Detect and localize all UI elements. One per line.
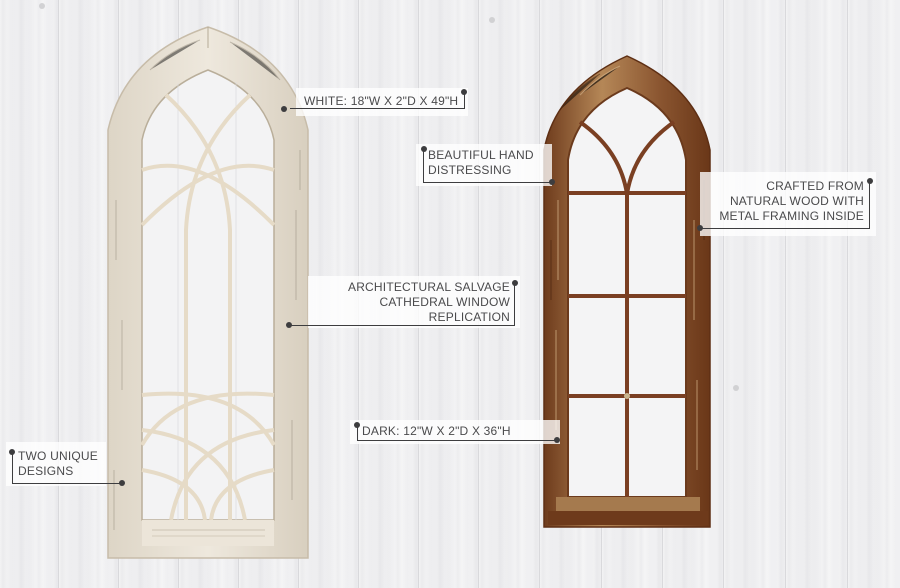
white-window [107,26,309,559]
wood-knot [39,3,45,9]
callout-text: METAL FRAMING INSIDE [719,209,864,223]
callout-text: BEAUTIFUL HAND [428,148,534,162]
callout-text: TWO UNIQUE [18,449,98,463]
wood-plank [724,0,786,588]
leader-dot [286,322,292,328]
leader-line [290,92,465,109]
callout-hand-distressing: BEAUTIFUL HAND DISTRESSING [416,144,552,186]
leader-dot [119,480,125,486]
leader-line [701,183,870,229]
callout-architectural-salvage: ARCHITECTURAL SALVAGE CATHEDRAL WINDOW R… [308,276,520,328]
leader-dot [9,449,15,455]
leader-line [12,453,123,484]
leader-line [357,425,558,441]
leader-dot [549,179,555,185]
leader-dot [421,146,427,152]
leader-dot [461,89,467,95]
callout-text: DISTRESSING [428,163,512,177]
callout-text: DARK: 12"W X 2"D X 36"H [362,424,511,438]
callout-two-designs: TWO UNIQUE DESIGNS [6,442,106,486]
callout-text: NATURAL WOOD WITH [729,194,864,208]
callout-text: CATHEDRAL WINDOW [379,295,510,309]
leader-line [423,150,554,183]
wood-plank [848,0,900,588]
leader-dot [697,225,703,231]
leader-dot [281,106,287,112]
callout-text: WHITE: 18"W X 2"D X 49"H [304,94,459,108]
callout-text: ARCHITECTURAL SALVAGE [347,280,510,294]
leader-dot [554,437,560,443]
leader-line [290,283,515,326]
dark-window [543,55,711,528]
callout-white-dimensions: WHITE: 18"W X 2"D X 49"H [296,88,468,116]
callout-text: REPLICATION [428,310,510,324]
wood-plank [786,0,848,588]
wood-plank [0,0,59,588]
leader-dot [867,178,873,184]
callout-text: CRAFTED FROM [766,179,864,193]
callout-text: DESIGNS [18,464,74,478]
wood-knot [733,385,739,391]
wood-knot [489,17,495,23]
callout-natural-wood: CRAFTED FROM NATURAL WOOD WITH METAL FRA… [700,172,876,236]
leader-dot [354,422,360,428]
leader-dot [512,280,518,286]
